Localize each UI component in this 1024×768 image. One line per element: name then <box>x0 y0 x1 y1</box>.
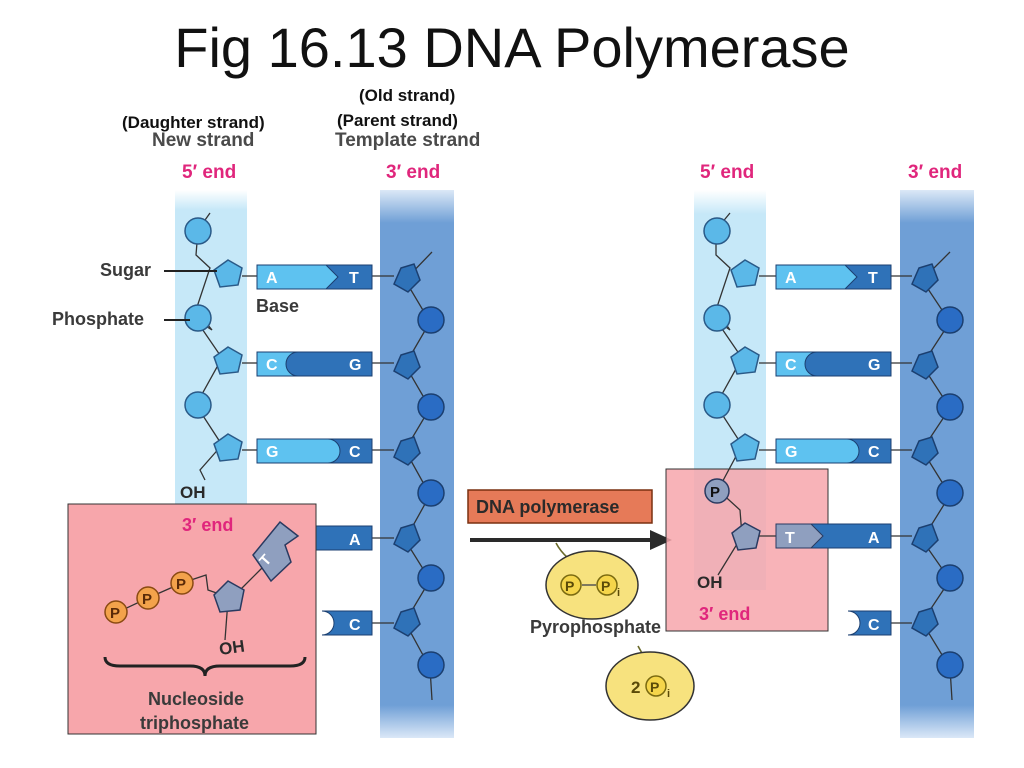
left-template-base-2: G <box>349 357 361 374</box>
pyrophosphate-label: Pyrophosphate <box>530 617 661 637</box>
orthophosphate-count: 2 <box>631 678 640 697</box>
right-oh-label: OH <box>697 573 723 592</box>
left-base-pair-3 <box>242 438 394 464</box>
right-template-lower-base-c: C <box>868 617 880 634</box>
left-new-5-end-label: 5′ end <box>182 162 237 183</box>
new-strand-label: New strand <box>152 130 255 151</box>
incoming-sugar <box>213 580 245 613</box>
left-oh-label: OH <box>180 483 206 502</box>
triphosphate-p1: P <box>110 605 120 622</box>
left-template-phosphates <box>417 306 445 679</box>
left-template-base-c-lower <box>321 610 394 636</box>
orthophosphate-p-label: P <box>650 679 659 695</box>
right-template-base-4: A <box>868 530 880 547</box>
right-base-pair-3 <box>759 438 912 464</box>
left-new-strand-phosphates <box>184 217 212 419</box>
pyrophosphate-p1-label: P <box>565 578 574 594</box>
left-template-lower-base-a: A <box>349 532 361 549</box>
base-label: Base <box>256 296 299 316</box>
pyrophosphate-p2 <box>596 574 618 596</box>
incoming-3-end-label: 3′ end <box>182 515 233 535</box>
right-new-5-end-label: 5′ end <box>700 162 755 183</box>
incoming-oh-label: OH <box>218 637 246 659</box>
right-template-sugars <box>911 263 939 637</box>
pyrophosphate-subscript: i <box>617 587 620 599</box>
left-template-base-3: C <box>349 444 361 461</box>
sugar-label: Sugar <box>100 260 151 280</box>
right-new-base-4: T <box>785 530 795 547</box>
nucleoside-label-line1: Nucleoside <box>148 689 244 709</box>
reaction-arrow-head <box>650 530 672 550</box>
left-base-pair-1 <box>242 264 394 290</box>
page-title: Fig 16.13 DNA Polymerase <box>174 16 850 79</box>
nucleoside-label-line2: triphosphate <box>140 713 249 733</box>
nucleotide-base-bond <box>239 567 263 591</box>
new-phosphate-p-label: P <box>710 484 720 501</box>
pyrophosphate-p1 <box>560 574 582 596</box>
right-base-pair-1 <box>759 264 912 290</box>
new-phosphate-p <box>704 478 730 504</box>
right-template-strand-band <box>900 190 974 738</box>
left-new-strand-sugars <box>213 259 243 462</box>
parent-strand-label: (Parent strand) <box>337 111 458 130</box>
phosphate-label: Phosphate <box>52 309 144 329</box>
daughter-strand-label: (Daughter strand) <box>122 113 265 132</box>
left-template-sugars <box>393 263 421 637</box>
right-new-strand-sugars <box>730 259 760 462</box>
left-template-base-1: T <box>349 270 359 287</box>
right-template-base-2: G <box>868 357 880 374</box>
right-template-base-3: C <box>868 444 880 461</box>
new-nucleotide-highlight-box <box>665 468 829 632</box>
right-new-base-2: C <box>785 357 797 374</box>
pyrophosphate-p2-label: P <box>601 578 610 594</box>
new-sugar <box>731 522 761 551</box>
right-new-base-3: G <box>785 444 797 461</box>
triphosphate-p2: P <box>142 591 152 608</box>
dna-polymerase-label: DNA polymerase <box>476 497 619 517</box>
triphosphate-phosphates <box>104 571 194 624</box>
orthophosphate-subscript: i <box>667 688 670 700</box>
orthophosphate-p <box>645 675 667 697</box>
left-new-base-2: C <box>266 357 278 374</box>
left-template-3-end-label: 3′ end <box>386 162 441 183</box>
left-new-base-1: A <box>266 270 278 287</box>
right-template-base-c-lower <box>847 610 912 636</box>
triphosphate-p3: P <box>176 576 186 593</box>
right-new-strand-phosphates <box>703 217 731 419</box>
dna-polymerase-box <box>467 489 653 524</box>
right-base-pair-2 <box>759 351 912 377</box>
right-template-3-end-label: 3′ end <box>908 162 963 183</box>
left-template-lower-base-c: C <box>349 617 361 634</box>
old-strand-label: (Old strand) <box>359 86 456 105</box>
right-template-base-1: T <box>868 270 878 287</box>
right-new-3-end-label: 3′ end <box>699 604 750 624</box>
template-strand-label: Template strand <box>335 130 481 151</box>
right-new-base-1: A <box>785 270 797 287</box>
left-new-base-3: G <box>266 444 278 461</box>
incoming-base <box>252 520 300 583</box>
nucleoside-brace <box>103 656 307 677</box>
right-template-phosphates <box>936 306 964 679</box>
left-base-pair-2 <box>242 351 394 377</box>
right-new-strand-backbone <box>715 212 743 576</box>
right-base-pair-4 <box>759 523 912 549</box>
